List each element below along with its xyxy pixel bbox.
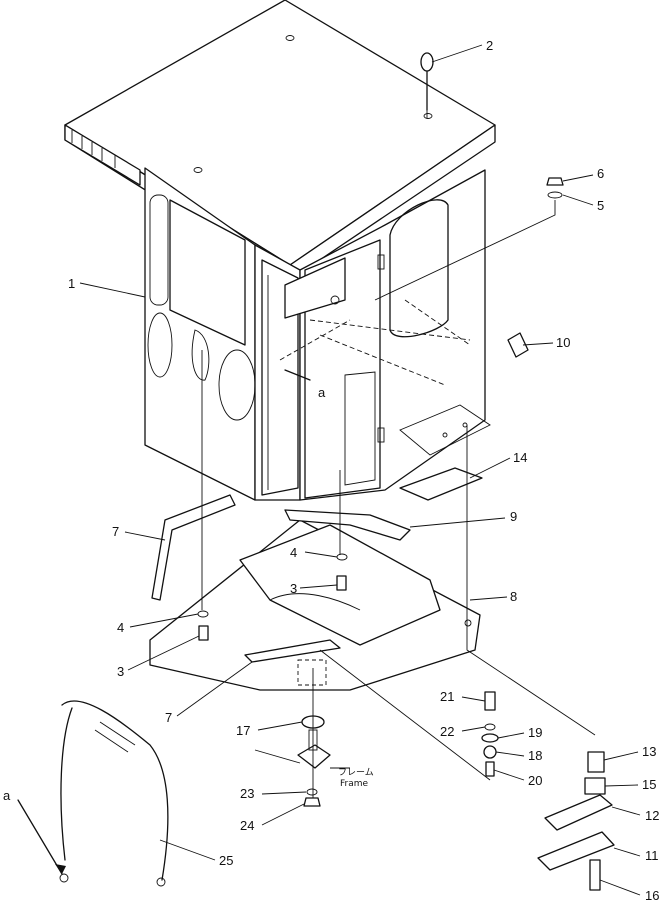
nut-washer-top [546, 177, 564, 199]
callout-4: 4 [290, 545, 297, 560]
callout-13: 13 [642, 744, 656, 759]
callout-15: 15 [642, 777, 656, 792]
callout-3b: 3 [117, 664, 124, 679]
callout-17: 17 [236, 723, 250, 738]
callout-12: 12 [645, 808, 659, 823]
callout-3: 3 [290, 581, 297, 596]
bolt [484, 691, 496, 711]
bolt [336, 575, 347, 591]
frame-label-jp: フレーム [338, 767, 374, 778]
callout-14: 14 [513, 450, 527, 465]
callout-18: 18 [528, 748, 542, 763]
callout-16: 16 [645, 888, 659, 903]
ground-strap [59, 700, 169, 887]
isolator-mount [297, 659, 331, 800]
bolt [198, 625, 209, 641]
cushion [587, 751, 605, 773]
plate-upper [544, 794, 613, 831]
callout-11: 11 [645, 848, 659, 863]
callout-24: 24 [240, 818, 254, 833]
ref-arrow [17, 799, 63, 875]
plate-lower [537, 831, 615, 871]
callout-2: 2 [486, 38, 493, 53]
washer [306, 788, 318, 796]
nut [483, 745, 497, 759]
frame-label-en: Frame [340, 779, 369, 789]
pin [485, 761, 495, 777]
washer [484, 723, 496, 731]
washer [481, 733, 499, 743]
callout-23: 23 [240, 786, 254, 801]
callout-1: 1 [68, 276, 75, 291]
callout-22: 22 [440, 724, 454, 739]
callout-20: 20 [528, 773, 542, 788]
callout-5: 5 [597, 198, 604, 213]
seal-strips [151, 494, 411, 663]
callout-25: 25 [219, 853, 233, 868]
floor-frame [149, 519, 481, 691]
callout-6: 6 [597, 166, 604, 181]
callout-9: 9 [510, 509, 517, 524]
callout-7b: 7 [165, 710, 172, 725]
callout-7: 7 [112, 524, 119, 539]
ref-mark-a-cab: a [318, 385, 326, 400]
callout-19: 19 [528, 725, 542, 740]
leader-lines [79, 44, 641, 896]
callout-4b: 4 [117, 620, 124, 635]
ref-arrow [284, 369, 311, 381]
part-callouts: 1 2 3 3 4 4 5 6 7 7 8 9 10 11 12 13 14 1… [3, 38, 659, 903]
callout-8: 8 [510, 589, 517, 604]
ref-mark-a-strap: a [3, 788, 11, 803]
callout-10: 10 [556, 335, 570, 350]
cab-body [144, 167, 491, 501]
collar [584, 777, 606, 795]
nut [303, 797, 321, 807]
mount-plate [399, 467, 483, 501]
spacer-block [507, 332, 529, 358]
callout-21: 21 [440, 689, 454, 704]
bolt [589, 859, 601, 891]
